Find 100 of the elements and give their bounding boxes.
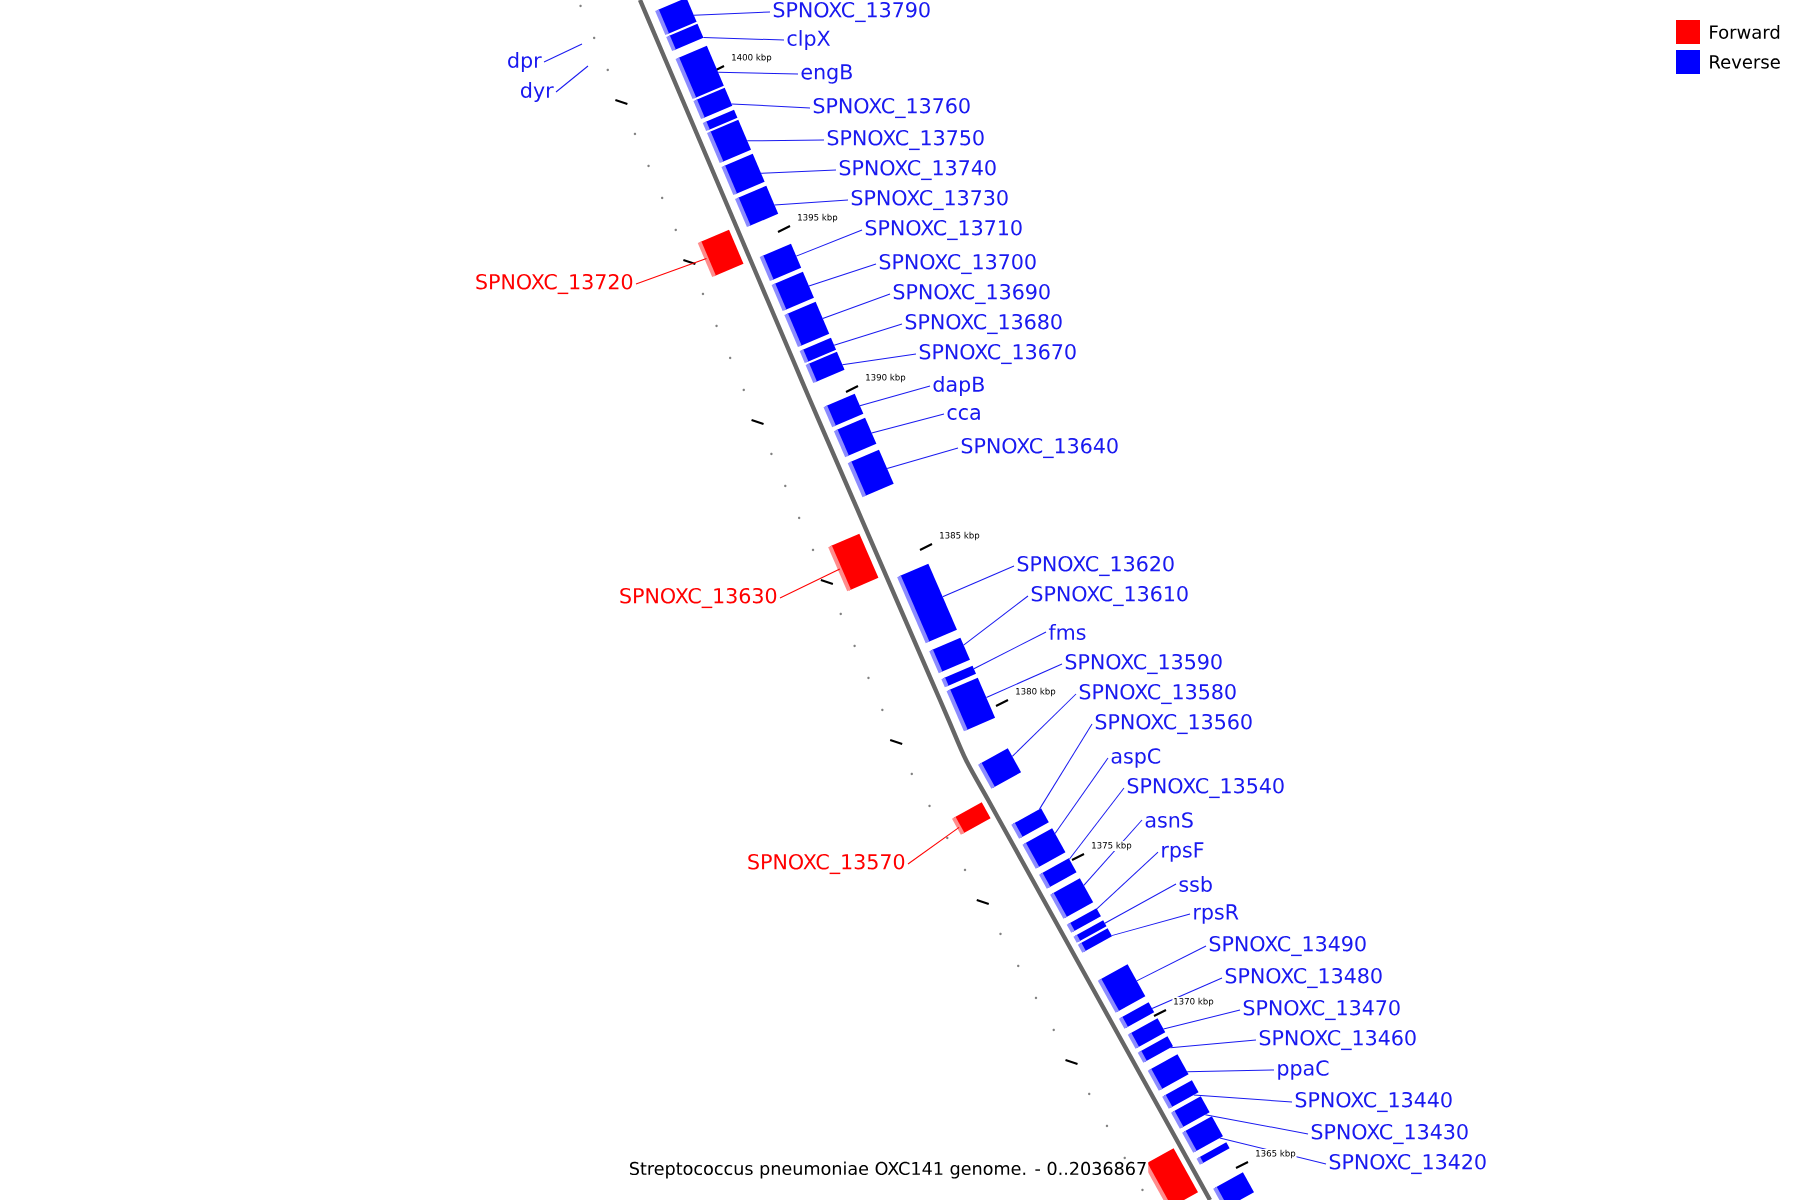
- gene-block: [1196, 1142, 1230, 1165]
- caption: Streptococcus pneumoniae OXC141 genome. - 0..2036867: [627, 1160, 1149, 1180]
- gene-label: rpsF: [1162, 842, 1204, 862]
- leader-line: [717, 71, 799, 75]
- gene-block: [702, 109, 738, 132]
- gene-block: [1118, 1002, 1155, 1029]
- gene-block: [833, 417, 877, 458]
- leader-line: [973, 631, 1047, 670]
- leader-line: [985, 663, 1063, 699]
- gene-block: [1073, 920, 1107, 943]
- leader-line: [693, 11, 771, 16]
- legend-label: Reverse: [1710, 55, 1780, 69]
- gene-block: [828, 533, 879, 592]
- gene-block: [1137, 1036, 1174, 1063]
- leader-line: [841, 353, 917, 366]
- gene-block: [799, 337, 837, 364]
- gene-block: [721, 153, 765, 196]
- gene-block: [823, 393, 864, 428]
- gene-label: SPNOXC_13470: [1243, 999, 1400, 1021]
- gene-block: [1162, 1080, 1199, 1109]
- leader-line: [963, 595, 1029, 646]
- gene-block: [978, 748, 1022, 789]
- gene-label: cca: [947, 408, 980, 420]
- leader-line: [1083, 819, 1143, 886]
- gene-block: [897, 563, 957, 644]
- gene-block: [759, 243, 802, 282]
- leader-line: [1039, 723, 1093, 810]
- gene-label: SPNOXC_13700: [879, 253, 1036, 275]
- gene-label: SPNOXC_13760: [813, 97, 970, 119]
- gene-block: [666, 23, 704, 52]
- leader-line: [1111, 913, 1191, 937]
- gene-label: SPNOXC_13630: [620, 587, 777, 609]
- gene-label: ssb: [1179, 876, 1212, 892]
- gene-block: [1213, 1172, 1254, 1200]
- gene-label: asnS: [1145, 812, 1193, 828]
- gene-label: SPNOXC_13430: [1311, 1123, 1468, 1145]
- gene-block: [1039, 858, 1077, 889]
- leader-line: [1163, 1009, 1241, 1030]
- gene-block: [952, 802, 991, 835]
- gene-label: SPNOXC_13560: [1095, 713, 1252, 735]
- gene-label: engB: [801, 64, 852, 84]
- gene-label: SPNOXC_13460: [1259, 1029, 1416, 1051]
- leader-line: [543, 43, 583, 63]
- gene-label: SPNOXC_13720: [476, 273, 633, 295]
- leader-line: [859, 385, 931, 407]
- legend-label: Forward: [1710, 25, 1780, 39]
- leader-line: [555, 65, 589, 93]
- gene-block: [847, 449, 894, 498]
- gene-label: SPNOXC_13570: [748, 853, 905, 875]
- leader-line: [635, 257, 707, 285]
- leader-line: [822, 293, 891, 319]
- gene-block: [1022, 828, 1066, 869]
- gene-label: SPNOXC_13640: [961, 437, 1118, 459]
- leader-line: [907, 826, 960, 865]
- leader-line: [731, 103, 811, 109]
- leader-line: [1151, 977, 1223, 1010]
- leader-line: [1186, 1069, 1275, 1073]
- leader-line: [779, 568, 841, 599]
- gene-block: [655, 0, 697, 36]
- gene-block: [1147, 1054, 1189, 1091]
- gene-label: dpr: [508, 52, 542, 72]
- gene-label: aspC: [1111, 748, 1161, 768]
- gene-block: [735, 185, 779, 228]
- gene-label: SPNOXC_13610: [1031, 585, 1188, 607]
- gene-label: SPNOXC_13580: [1079, 683, 1236, 705]
- gene-block: [1011, 808, 1049, 839]
- gene-block: [805, 351, 845, 384]
- gene-label: SPNOXC_13740: [839, 159, 996, 181]
- leader-line: [1096, 851, 1159, 910]
- leader-line: [773, 199, 849, 206]
- leader-line: [833, 323, 903, 346]
- gene-label: SPNOXC_13490: [1209, 935, 1366, 957]
- leader-line: [942, 565, 1015, 598]
- gene-label: dapB: [933, 376, 984, 396]
- leader-line: [1169, 1039, 1257, 1049]
- leader-line: [1068, 787, 1125, 860]
- gene-label: SPNOXC_13750: [827, 129, 984, 151]
- gene-label: rpsR: [1194, 904, 1239, 924]
- leader-line: [1204, 1114, 1309, 1135]
- gene-label: SPNOXC_13710: [865, 219, 1022, 241]
- gene-block: [1066, 908, 1101, 933]
- leader-line: [795, 229, 863, 257]
- leader-line: [1219, 1137, 1327, 1165]
- leader-line: [808, 263, 877, 287]
- gene-label: SPNOXC_13680: [905, 313, 1062, 335]
- gene-label: SPNOXC_13620: [1017, 555, 1174, 577]
- leader-line: [760, 169, 837, 174]
- leader-line: [746, 139, 825, 142]
- gene-label: fms: [1048, 624, 1086, 640]
- leader-line: [1193, 1094, 1293, 1103]
- leader-line: [1136, 945, 1207, 982]
- gene-label: SPNOXC_13690: [893, 283, 1050, 305]
- leader-line: [702, 37, 785, 41]
- gene-block: [771, 271, 814, 312]
- gene-label: SPNOXC_13440: [1295, 1091, 1452, 1113]
- gene-block: [1127, 1018, 1166, 1049]
- gene-block: [693, 87, 733, 120]
- gene-block: [1077, 928, 1113, 953]
- gene-label: SPNOXC_13480: [1225, 967, 1382, 989]
- gene-block: [1171, 1096, 1210, 1129]
